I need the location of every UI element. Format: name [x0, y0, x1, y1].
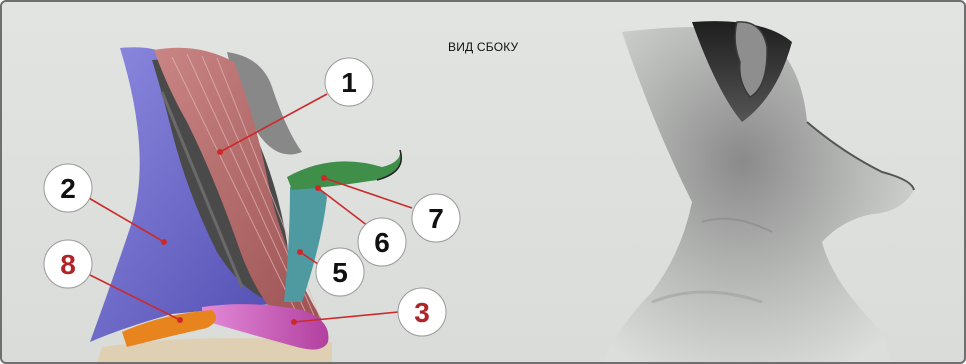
svg-text:7: 7: [428, 203, 444, 234]
svg-text:3: 3: [414, 297, 430, 328]
label-3: 3: [398, 288, 446, 336]
svg-text:8: 8: [60, 249, 76, 280]
label-2: 2: [44, 164, 92, 212]
label-5: 5: [316, 248, 364, 296]
label-6: 6: [358, 218, 406, 266]
svg-text:5: 5: [332, 257, 348, 288]
label-1: 1: [325, 58, 373, 106]
hyoid-muscle: [287, 150, 401, 190]
svg-text:2: 2: [60, 173, 76, 204]
svg-text:1: 1: [341, 67, 357, 98]
label-8: 8: [44, 240, 92, 288]
svg-text:6: 6: [374, 227, 390, 258]
neck-reference-photo: [602, 21, 914, 362]
label-7: 7: [412, 194, 460, 242]
